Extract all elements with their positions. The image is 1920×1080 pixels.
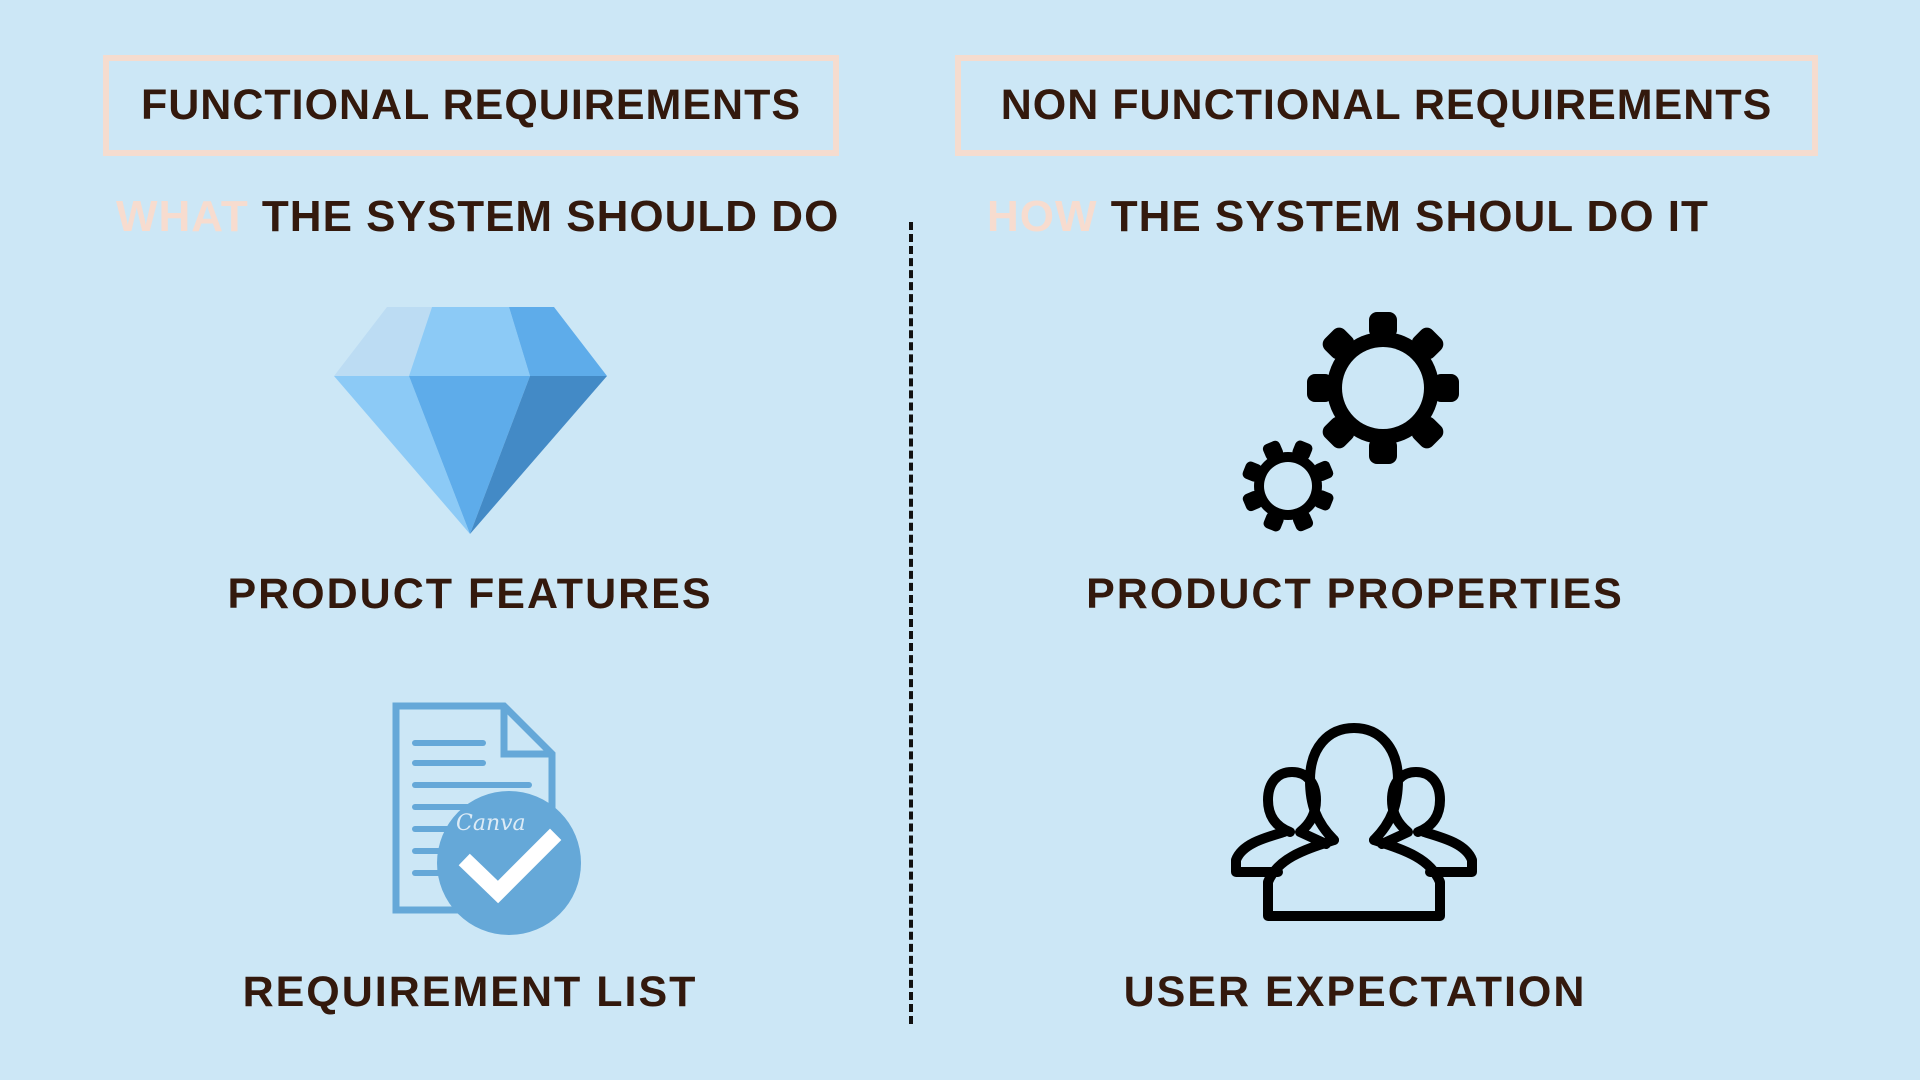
subtitle-accent-how: HOW [987,192,1098,241]
requirement-list-label: REQUIREMENT LIST [242,968,698,1016]
gears-icon [1236,306,1468,536]
diamond-icon [334,307,608,535]
users-icon [1228,722,1480,922]
subtitle-text: THE SYSTEM SHOULD DO [248,192,840,241]
functional-subtitle: WHAT THE SYSTEM SHOULD DO [116,192,839,242]
non-functional-subtitle: HOW THE SYSTEM SHOUL DO IT [987,192,1709,242]
product-features-label: PRODUCT FEATURES [227,570,713,618]
product-properties-label: PRODUCT PROPERTIES [1086,570,1624,618]
non-functional-requirements-title: NON FUNCTIONAL REQUIREMENTS [1000,81,1773,129]
canva-watermark: Canva [456,811,526,836]
user-expectation-label: USER EXPECTATION [1123,968,1587,1016]
non-functional-requirements-header: NON FUNCTIONAL REQUIREMENTS [955,55,1818,156]
functional-requirements-title: FUNCTIONAL REQUIREMENTS [140,81,802,129]
subtitle-text: THE SYSTEM SHOUL DO IT [1097,192,1709,241]
subtitle-accent-what: WHAT [116,192,249,241]
document-check-icon: Canva [392,702,584,938]
column-divider [909,222,913,1024]
functional-requirements-header: FUNCTIONAL REQUIREMENTS [103,55,839,156]
